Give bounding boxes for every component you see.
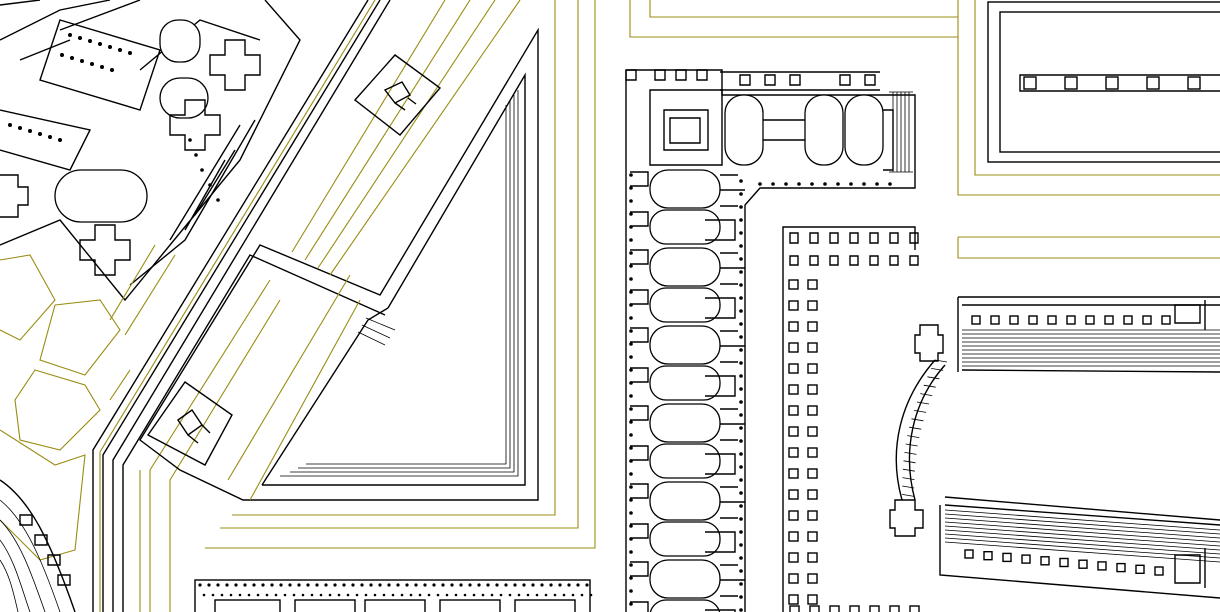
exedra-apse <box>159 77 209 119</box>
octagon-room <box>159 19 201 63</box>
peristyle-court <box>782 226 920 612</box>
round-hall <box>54 169 148 223</box>
carceres-north <box>914 324 944 362</box>
column-dots-nw <box>8 33 220 202</box>
bath-complex-northwest <box>0 0 301 302</box>
carceres-south <box>889 499 924 537</box>
diagonal-avenue <box>92 0 391 612</box>
east-court <box>0 109 92 171</box>
small-shrine-north <box>353 54 442 136</box>
stadium-east <box>889 296 1220 599</box>
garden-plots-west <box>0 244 176 561</box>
north-east-hall <box>629 0 1220 259</box>
small-shrine-south <box>146 381 233 466</box>
triangular-terrace <box>139 0 596 549</box>
repeating-rooms-column <box>630 169 745 612</box>
colonnaded-court <box>39 19 161 111</box>
south-portico <box>194 579 593 612</box>
cavea-seating-southwest <box>0 479 76 612</box>
central-bath-block <box>625 69 916 612</box>
